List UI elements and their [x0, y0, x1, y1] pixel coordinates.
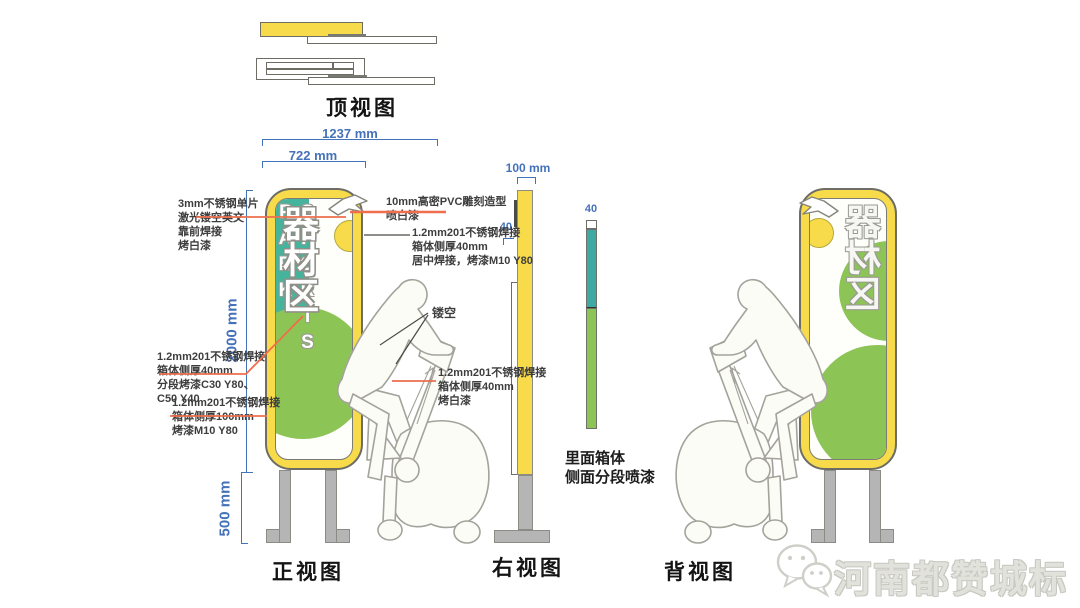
segment-bar-teal — [586, 229, 597, 308]
right-view-top-clip — [514, 200, 517, 227]
top-view-thin-bar-2 — [308, 77, 435, 85]
front-sign-face: SPORTS PARK 器材区 — [275, 198, 353, 460]
back-foot-right — [880, 529, 894, 543]
top-view-box-divider — [332, 63, 334, 69]
dim-total-width: 1237 mm — [322, 126, 378, 141]
back-sign-face: 器材区 — [809, 198, 887, 460]
dim-edge-right-tick — [503, 238, 514, 245]
front-leg-right — [325, 470, 337, 543]
wechat-icon — [776, 544, 833, 598]
dim-edge-right: 40 — [499, 221, 512, 233]
front-sign-chinese: 器材区 — [278, 205, 319, 313]
back-sign-chinese-mirrored: 器材区 — [845, 203, 886, 311]
right-view-label: 右视图 — [492, 557, 564, 580]
front-view-label: 正视图 — [272, 561, 344, 584]
annotation-steel-plate: 3mm不锈钢单片 激光镂空英文 靠前焊接 烤白漆 — [178, 198, 259, 253]
watermark-text: 河南都赞城标牌厂 — [834, 559, 1068, 600]
back-yellow-circle — [810, 218, 834, 248]
front-rider-figure — [336, 278, 490, 544]
segment-bar-green — [586, 308, 597, 429]
front-bird-icon — [328, 194, 368, 216]
front-yellow-circle — [334, 220, 352, 252]
top-view-label: 顶视图 — [326, 97, 398, 120]
annotation-weld-center: 1.2mm201不锈钢焊接 箱体侧厚40mm 居中焊接，烤漆M10 Y80 — [412, 227, 533, 268]
back-leg-left — [824, 470, 836, 543]
annotation-pvc-relief: 10mm高密PVC雕刻造型 喷白漆 — [386, 196, 507, 223]
annotation-hollow: 镂空 — [432, 306, 457, 320]
back-rider-figure — [675, 278, 829, 544]
back-view-label: 背视图 — [664, 561, 736, 584]
top-view-dark-strip-1 — [328, 34, 366, 37]
back-bird-icon — [799, 196, 839, 218]
dim-base-height-line — [241, 472, 248, 544]
dim-panel-width: 722 mm — [288, 148, 338, 163]
dim-base-height: 500 mm — [216, 480, 234, 537]
front-leg-left — [279, 470, 291, 543]
dim-total-width-line — [262, 139, 438, 146]
annotation-weld-bike: 1.2mm201不锈钢焊接 箱体侧厚40mm 烤白漆 — [438, 367, 547, 408]
back-foot-left — [811, 529, 825, 543]
dim-depth-line — [517, 177, 536, 184]
annotation-weld-100: 1.2mm201不锈钢焊接 箱体侧厚100mm 烤漆M10 Y80 — [172, 397, 281, 438]
dim-edge-inner-bar: 40 — [584, 203, 598, 215]
dim-panel-width-line — [262, 161, 366, 168]
back-leg-right — [869, 470, 881, 543]
front-foot-right — [336, 529, 350, 543]
top-view-box-line — [267, 68, 353, 70]
right-view-body — [517, 190, 533, 475]
right-view-base-plate — [494, 530, 550, 543]
inner-box-note: 里面箱体 侧面分段喷漆 — [565, 450, 656, 486]
segment-bar-cap — [586, 220, 597, 229]
top-view-dark-strip-2 — [328, 75, 367, 78]
top-view-thin-bar-1 — [307, 36, 437, 44]
right-view-leg — [518, 475, 533, 530]
dim-depth: 100 mm — [505, 161, 551, 175]
front-foot-left — [266, 529, 280, 543]
